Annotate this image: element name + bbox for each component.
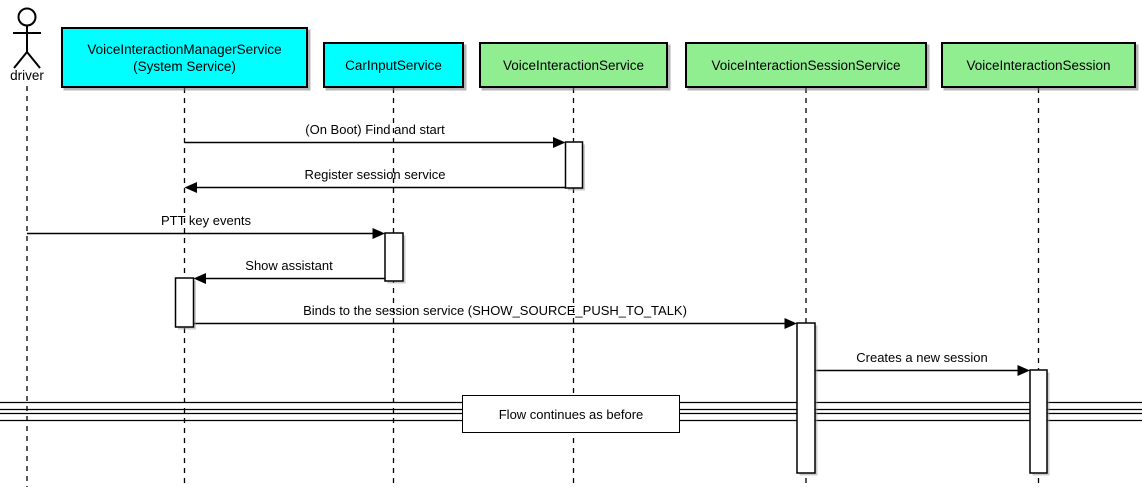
participant-label: CarInputService	[345, 57, 442, 73]
participant-sublabel: (System Service)	[133, 58, 236, 74]
participant-label: VoiceInteractionService	[502, 57, 645, 73]
message-show-assistant: Show assistant	[245, 258, 333, 273]
divider-label: Flow continues as before	[498, 406, 644, 422]
participant-label: VoiceInteractionManagerService	[87, 41, 282, 57]
participant-voiceinteractionsession: VoiceInteractionSession	[941, 42, 1136, 88]
arrowhead-right-icon	[1017, 365, 1030, 376]
participant-carinputservice: CarInputService	[323, 42, 464, 88]
activation-voiceinteractionsession	[1029, 369, 1048, 474]
participant-label: VoiceInteractionSession	[966, 57, 1111, 73]
message-register-session-service: Register session service	[304, 167, 446, 182]
message-on-boot-find-and-start: (On Boot) Find and start	[305, 122, 445, 137]
participant-voiceinteractionservice: VoiceInteractionService	[479, 42, 668, 88]
message-ptt-key-events: PTT key events	[160, 213, 252, 228]
activation-voiceinteractionsessionservice	[796, 322, 816, 474]
divider-flow-continues: Flow continues as before	[462, 395, 680, 433]
arrowhead-right-icon	[784, 318, 797, 329]
participant-voiceinteractionsessionservice: VoiceInteractionSessionService	[685, 42, 927, 88]
message-creates-a-new-session: Creates a new session	[856, 350, 988, 365]
activation-voiceinteractionmanagerservice	[174, 277, 195, 328]
participant-voiceinteractionmanagerservice: VoiceInteractionManagerService (System S…	[61, 27, 308, 88]
participant-label: VoiceInteractionSessionService	[711, 57, 901, 73]
message-binds-to-session-service: Binds to the session service (SHOW_SOURC…	[303, 303, 687, 318]
arrowhead-left-icon	[184, 182, 197, 193]
participant-driver-label: driver	[10, 68, 44, 83]
actor-icon	[13, 7, 41, 69]
arrowhead-right-icon	[553, 137, 566, 148]
arrowhead-right-icon	[372, 228, 385, 239]
activation-carinputservice	[384, 232, 404, 282]
arrowhead-left-icon	[193, 273, 206, 284]
activation-voiceinteractionservice	[564, 141, 584, 189]
